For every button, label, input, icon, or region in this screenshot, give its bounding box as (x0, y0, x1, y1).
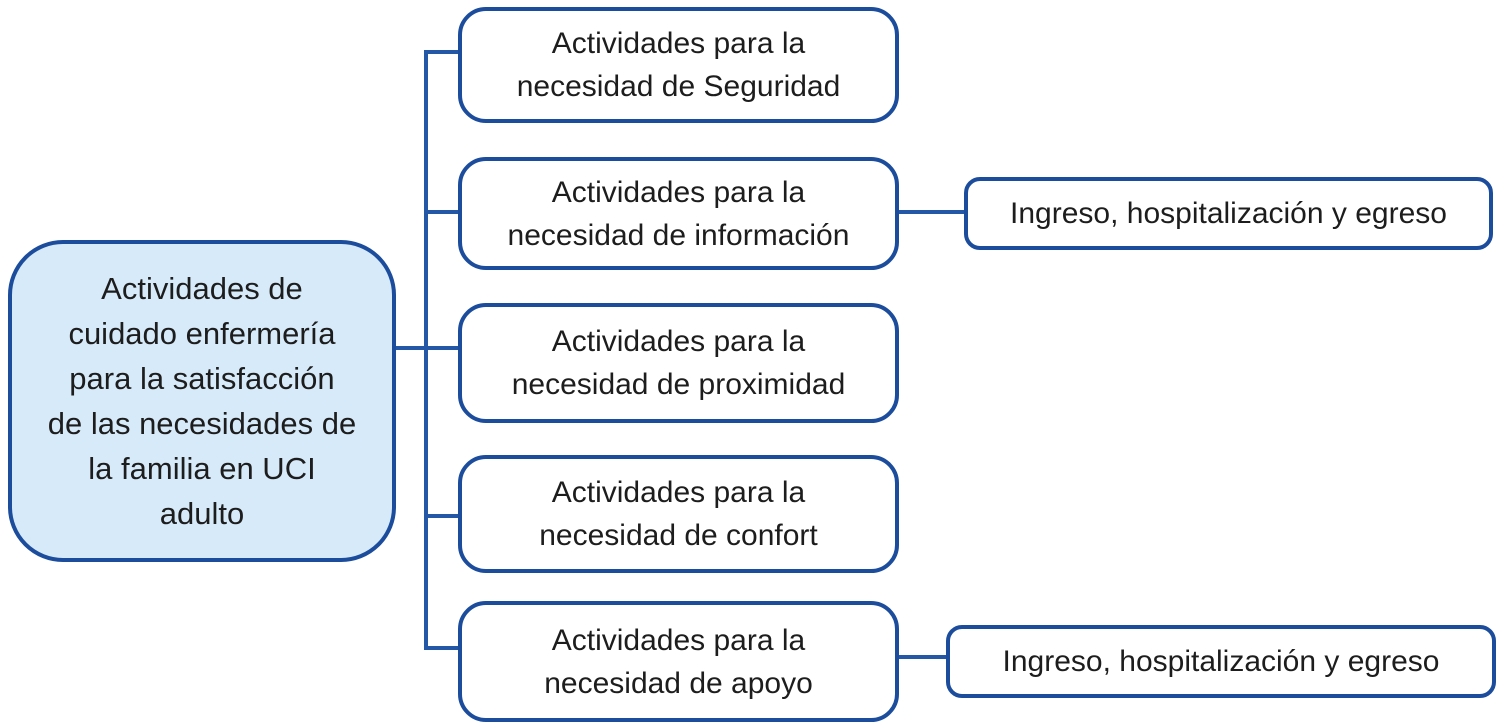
branch-node-label: Actividades para la necesidad de Segurid… (516, 27, 841, 103)
root-node-actividades-cuidado: Actividades de cuidado enfermería para l… (8, 240, 396, 562)
child-node-apoyo-ingreso: Ingreso, hospitalización y egreso (946, 625, 1496, 698)
branch-node-apoyo: Actividades para la necesidad de apoyo (458, 601, 899, 722)
child-node-label: Ingreso, hospitalización y egreso (1010, 196, 1447, 230)
branch-node-label: Actividades para la necesidad de proximi… (511, 325, 846, 401)
branch-node-label: Actividades para la necesidad de confort (539, 476, 818, 552)
branch-node-confort: Actividades para la necesidad de confort (458, 455, 899, 573)
child-node-informacion-ingreso: Ingreso, hospitalización y egreso (964, 177, 1493, 250)
branch-node-proximidad: Actividades para la necesidad de proximi… (458, 303, 899, 423)
branch-node-seguridad: Actividades para la necesidad de Segurid… (458, 7, 899, 123)
root-node-label: Actividades de cuidado enfermería para l… (47, 271, 357, 531)
branch-node-informacion: Actividades para la necesidad de informa… (458, 157, 899, 270)
branch-node-label: Actividades para la necesidad de apoyo (544, 623, 813, 700)
child-node-label: Ingreso, hospitalización y egreso (1002, 644, 1440, 678)
branch-node-label: Actividades para la necesidad de informa… (507, 175, 850, 252)
